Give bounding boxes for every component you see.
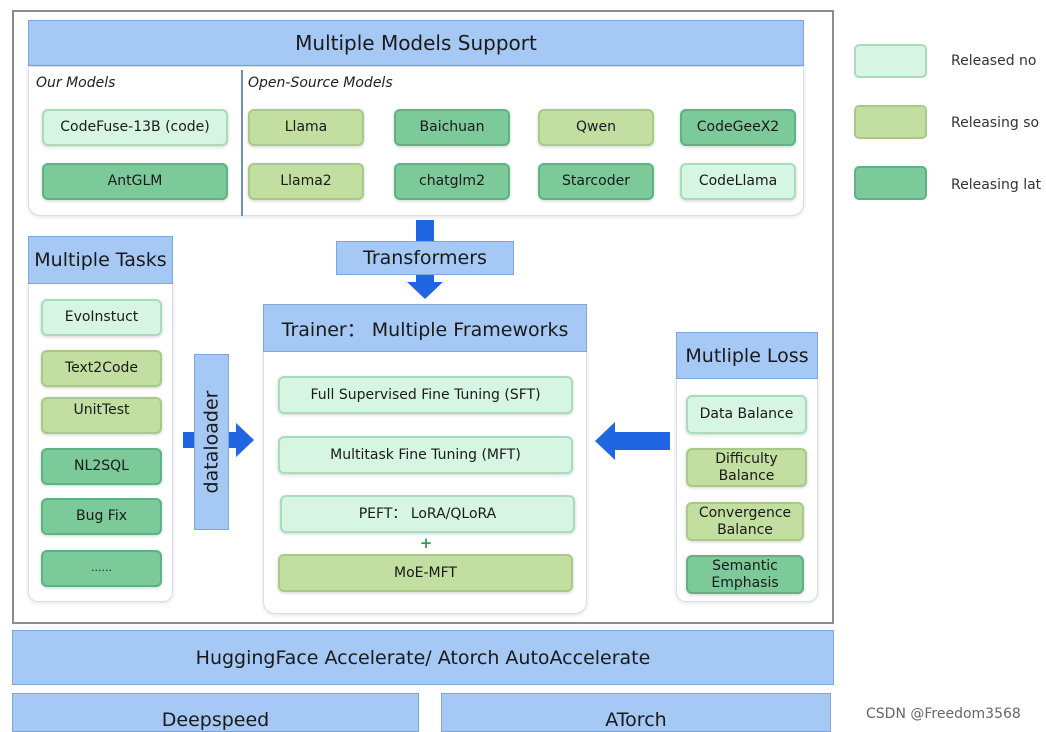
deepspeed-box: Deepspeed: [12, 693, 419, 732]
model-codefuse: CodeFuse-13B (code): [42, 109, 228, 146]
arrow-right-head: [236, 423, 254, 457]
arrow-down-top: [416, 220, 434, 242]
task-text2code: Text2Code: [41, 350, 162, 387]
model-codellama: CodeLlama: [680, 163, 796, 200]
task-evoinstuct: EvoInstuct: [41, 299, 162, 336]
legend-label-releasing-later: Releasing lat: [951, 177, 1042, 193]
trainer-peft: PEFT： LoRA/QLoRA: [280, 495, 575, 533]
model-chatglm2: chatglm2: [394, 163, 510, 200]
task-nl2sql: NL2SQL: [41, 448, 162, 485]
model-qwen: Qwen: [538, 109, 654, 146]
arrow-left-shaft: [612, 432, 670, 450]
loss-data-balance: Data Balance: [686, 395, 807, 434]
models-divider: [241, 70, 243, 216]
model-llama: Llama: [248, 109, 364, 146]
model-baichuan: Baichuan: [394, 109, 510, 146]
tasks-header: Multiple Tasks: [28, 236, 173, 284]
loss-convergence-balance: Convergence Balance: [686, 502, 804, 541]
legend-label-released-now: Released no: [951, 53, 1037, 69]
arrow-left-head: [595, 422, 615, 460]
trainer-header: Trainer： Multiple Frameworks: [263, 304, 587, 352]
loss-difficulty-balance: Difficulty Balance: [686, 448, 807, 487]
our-models-label: Our Models: [36, 75, 116, 91]
model-antglm: AntGLM: [42, 163, 228, 200]
legend-swatch-released-now: [854, 44, 927, 78]
legend-swatch-releasing-later: [854, 166, 927, 200]
model-starcoder: Starcoder: [538, 163, 654, 200]
models-support-header: Multiple Models Support: [28, 20, 804, 66]
legend-swatch-releasing-soon: [854, 105, 927, 139]
dataloader-label: dataloader: [200, 390, 223, 494]
task-bug-fix: Bug Fix: [41, 498, 162, 535]
dataloader-box: dataloader: [194, 354, 229, 530]
arrow-right-tail: [183, 432, 195, 448]
accelerate-bar: HuggingFace Accelerate/ Atorch AutoAccel…: [12, 630, 834, 685]
task-more: ......: [41, 550, 162, 587]
loss-semantic-emphasis: Semantic Emphasis: [686, 555, 804, 594]
watermark: CSDN @Freedom3568: [866, 706, 1021, 722]
transformers-box: Transformers: [336, 241, 514, 275]
atorch-box: ATorch: [441, 693, 831, 732]
legend-label-releasing-soon: Releasing so: [951, 115, 1040, 131]
task-unittest: UnitTest: [41, 397, 162, 434]
plus-sign: +: [419, 534, 433, 552]
trainer-sft: Full Supervised Fine Tuning (SFT): [278, 376, 573, 414]
model-codegeex2: CodeGeeX2: [680, 109, 796, 146]
trainer-moe-mft: MoE-MFT: [278, 554, 573, 592]
model-llama2: Llama2: [248, 163, 364, 200]
open-source-models-label: Open-Source Models: [248, 75, 393, 91]
loss-header: Mutliple Loss: [676, 332, 818, 379]
arrow-down-head: [407, 282, 443, 299]
trainer-mft: Multitask Fine Tuning (MFT): [278, 436, 573, 474]
